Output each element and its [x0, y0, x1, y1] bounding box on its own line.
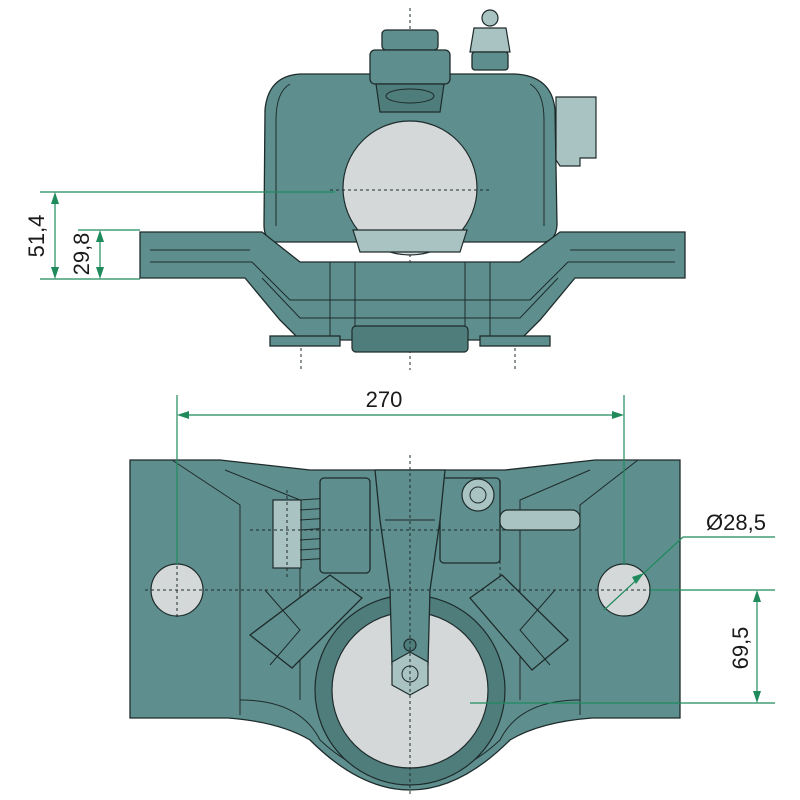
mounting-flange	[139, 231, 686, 341]
spring-coils	[299, 497, 331, 561]
arm-right	[469, 574, 569, 671]
grease-nipple-head	[481, 9, 499, 27]
arm-left	[248, 574, 364, 669]
side-bracket	[555, 96, 597, 167]
arm-contour-right	[519, 589, 556, 666]
grease-nipple-inner	[469, 486, 487, 504]
dim-270-arrow-left	[177, 411, 189, 419]
flange-lower-contour-2	[261, 277, 559, 319]
dim-height-total-label: 51,4	[24, 215, 49, 258]
dim-hole-diameter-label: Ø28,5	[706, 510, 766, 535]
spindle-ring	[385, 88, 435, 104]
spindle-cap	[381, 29, 439, 51]
dim-270-arrow-right	[612, 411, 624, 419]
grease-nipple-base	[471, 51, 509, 71]
ball-neck	[352, 229, 468, 253]
spring-guide	[319, 477, 371, 574]
foot-left	[269, 335, 341, 347]
dim-51-arrow-bottom	[51, 267, 59, 279]
spindle-collar	[369, 49, 451, 85]
dim-height-flange-label: 29,8	[69, 233, 94, 276]
top-view: 270 Ø28,5 69,5	[129, 387, 775, 795]
dim-width-label: 270	[366, 387, 403, 412]
grease-nipple-top	[461, 478, 495, 512]
dim-vertical-offset-label: 69,5	[728, 627, 753, 670]
flange-lower-contour	[251, 261, 569, 301]
housing-edge-left	[275, 83, 291, 226]
dim-29-arrow-top	[96, 230, 104, 242]
lever-pin	[403, 638, 417, 652]
lower-hub	[351, 325, 469, 353]
spindle-neck	[375, 83, 445, 113]
housing-edge-right	[529, 83, 545, 226]
foot-right	[479, 335, 551, 347]
grease-nipple-body	[469, 27, 511, 53]
dim-69-arrow-bottom	[753, 691, 761, 703]
arm-contour-left	[264, 589, 301, 666]
guide-slot	[499, 509, 581, 531]
wing-edge-left	[171, 459, 241, 715]
coupling-ball	[342, 120, 478, 256]
dim-diameter-arrow	[632, 573, 644, 584]
dim-29-arrow-bottom	[96, 267, 104, 279]
dim-69-arrow-top	[753, 590, 761, 602]
wing-edge-right	[579, 459, 639, 715]
front-view: 51,4 29,8	[24, 8, 686, 372]
dim-51-arrow-top	[51, 192, 59, 204]
